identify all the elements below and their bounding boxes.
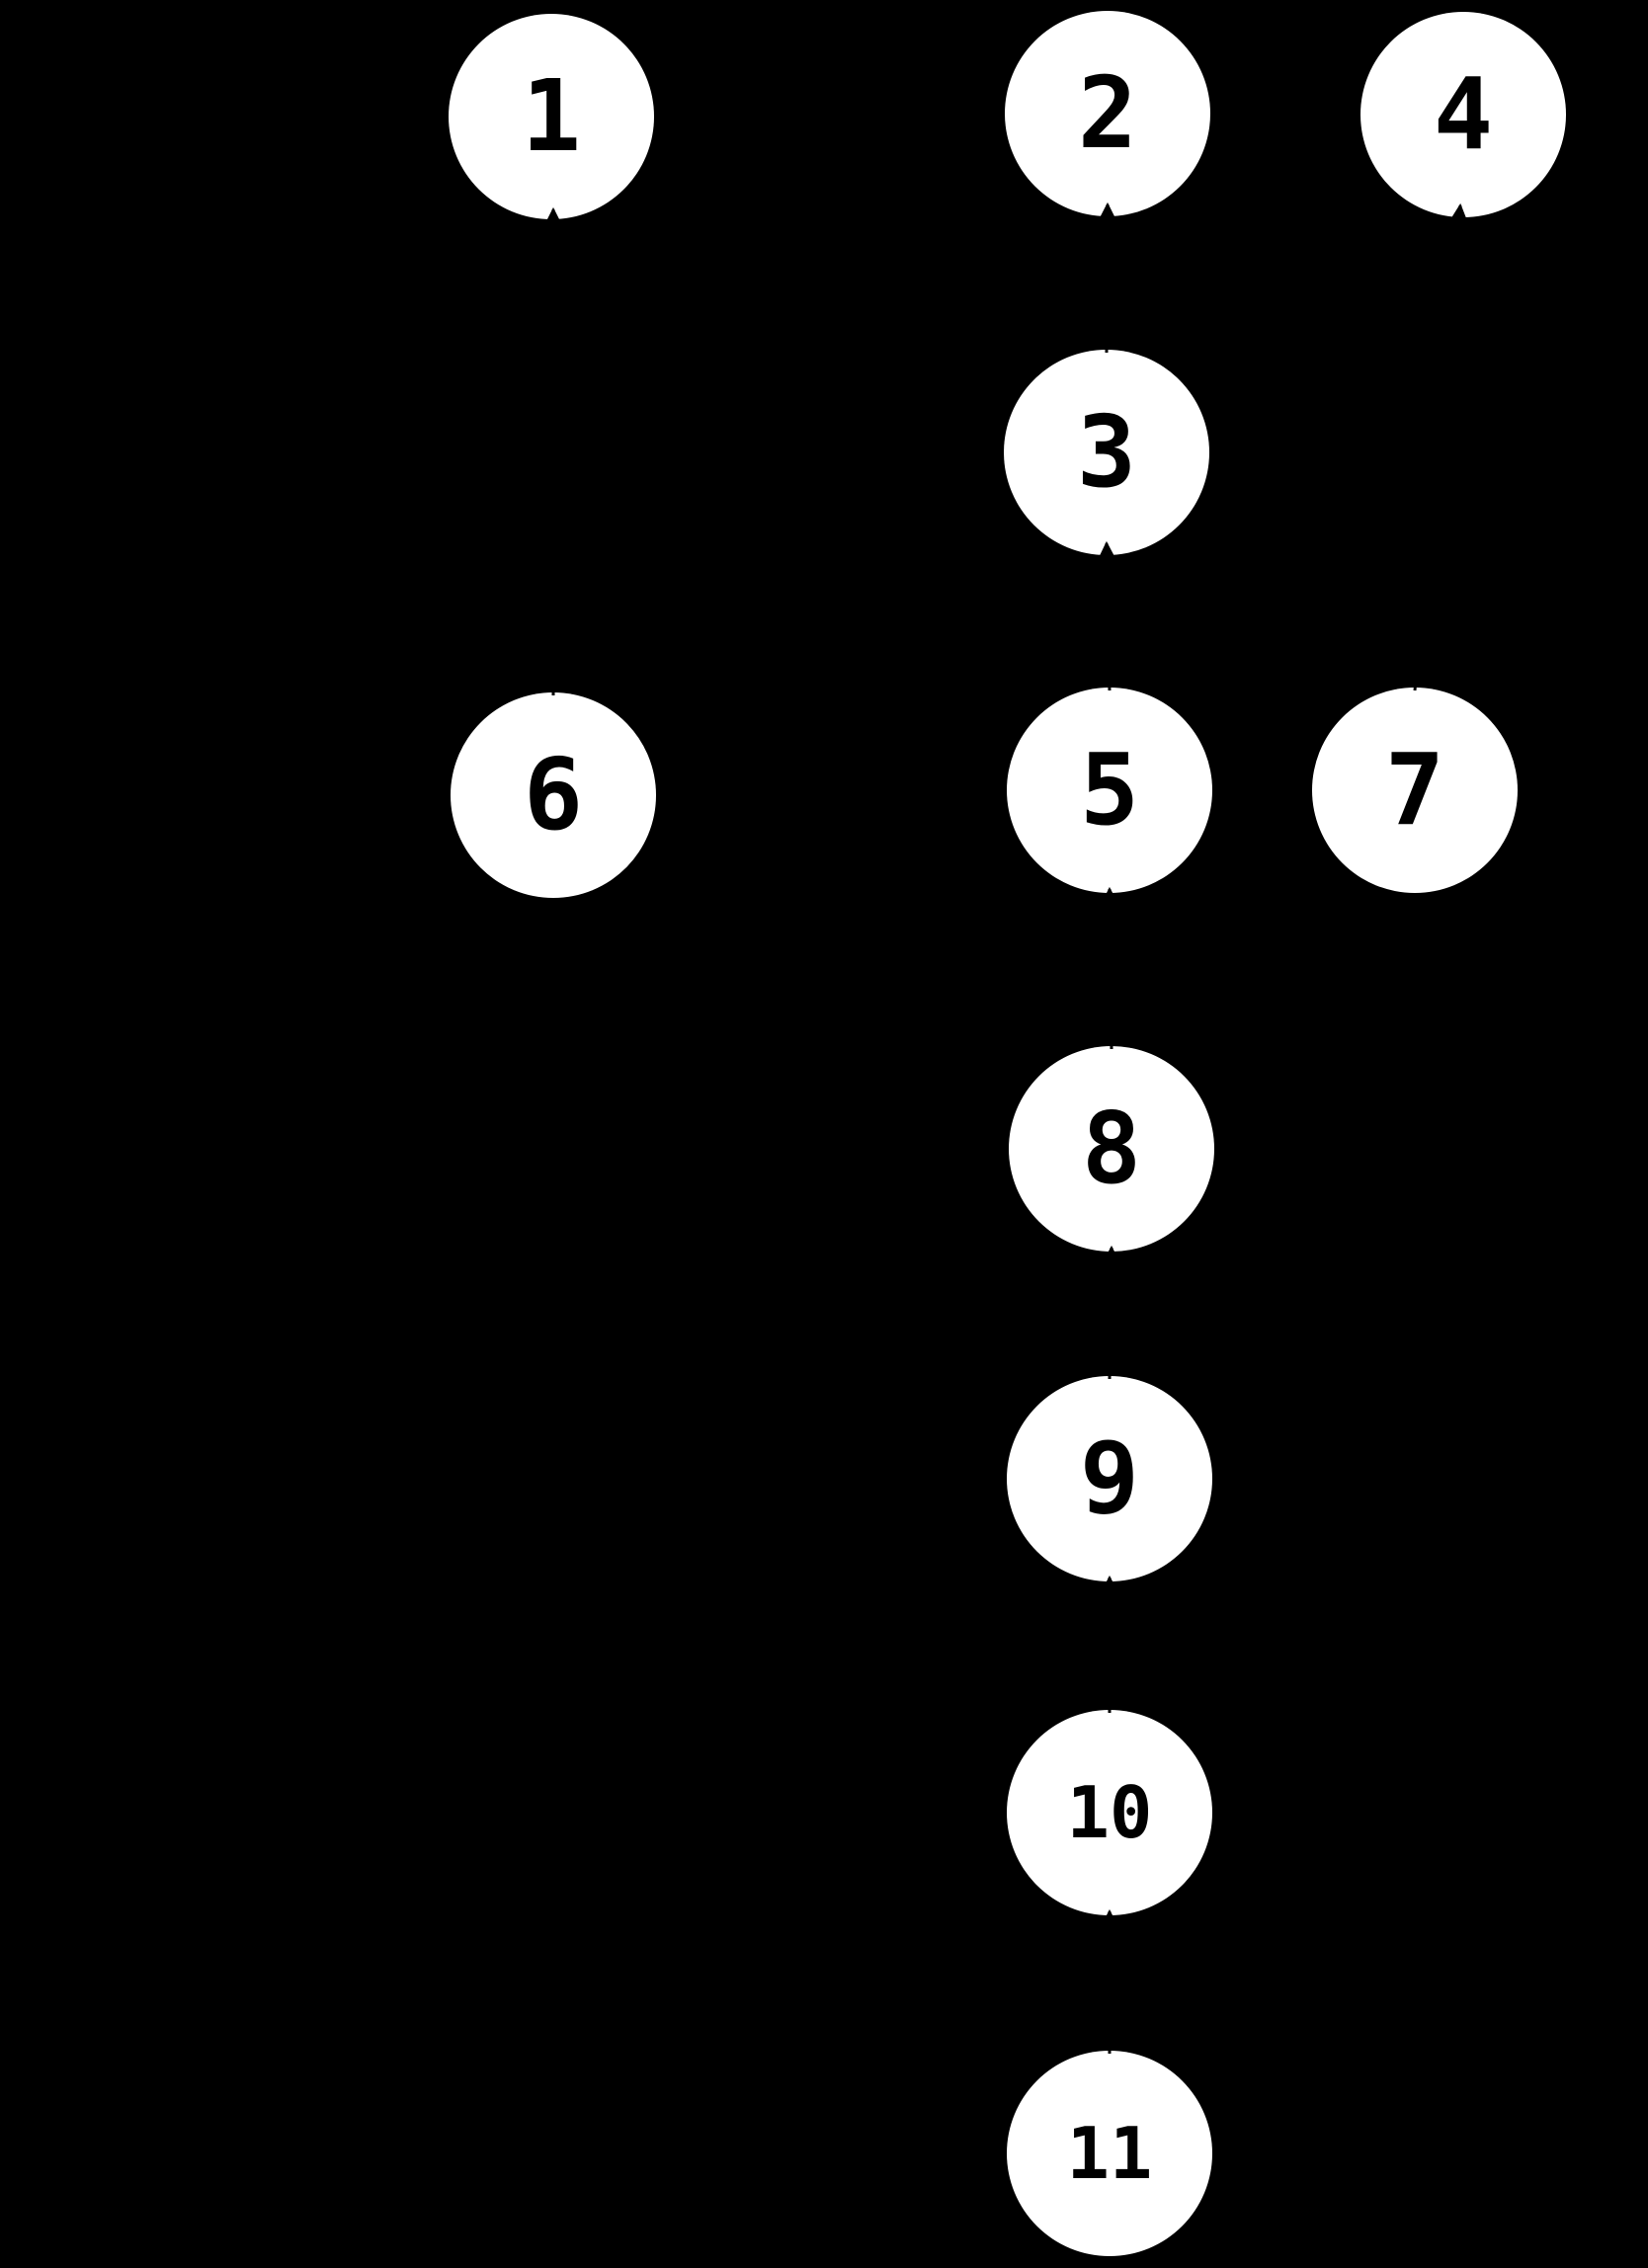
node-1-label: 1: [521, 58, 582, 174]
node-9: 9: [1007, 1376, 1212, 1581]
node-4: 4: [1360, 12, 1566, 217]
node-6-label: 6: [523, 737, 584, 852]
node-2-label: 2: [1077, 55, 1138, 171]
edge-9-8: [1098, 1245, 1124, 1380]
node-8: 8: [1009, 1046, 1214, 1252]
node-8-label: 8: [1081, 1091, 1142, 1206]
edge-3-2: [1094, 202, 1120, 354]
node-6: 6: [451, 692, 656, 898]
node-11-label: 11: [1066, 2112, 1153, 2195]
edge-7-4: [1413, 202, 1471, 691]
node-3-label: 3: [1076, 394, 1137, 510]
node-3: 3: [1004, 350, 1209, 555]
node-7-label: 7: [1384, 732, 1445, 848]
edge-5-3: [1094, 540, 1120, 691]
node-5-label: 5: [1079, 732, 1140, 848]
node-11: 11: [1007, 2051, 1212, 2256]
node-1: 1: [449, 14, 654, 219]
node-2: 2: [1005, 11, 1210, 216]
node-7: 7: [1312, 688, 1518, 893]
node-10: 10: [1007, 1710, 1212, 1915]
node-4-label: 4: [1433, 56, 1494, 172]
node-10-label: 10: [1066, 1771, 1153, 1854]
node-5: 5: [1007, 688, 1212, 893]
node-9-label: 9: [1079, 1420, 1140, 1536]
edge-8-5: [1097, 886, 1123, 1050]
